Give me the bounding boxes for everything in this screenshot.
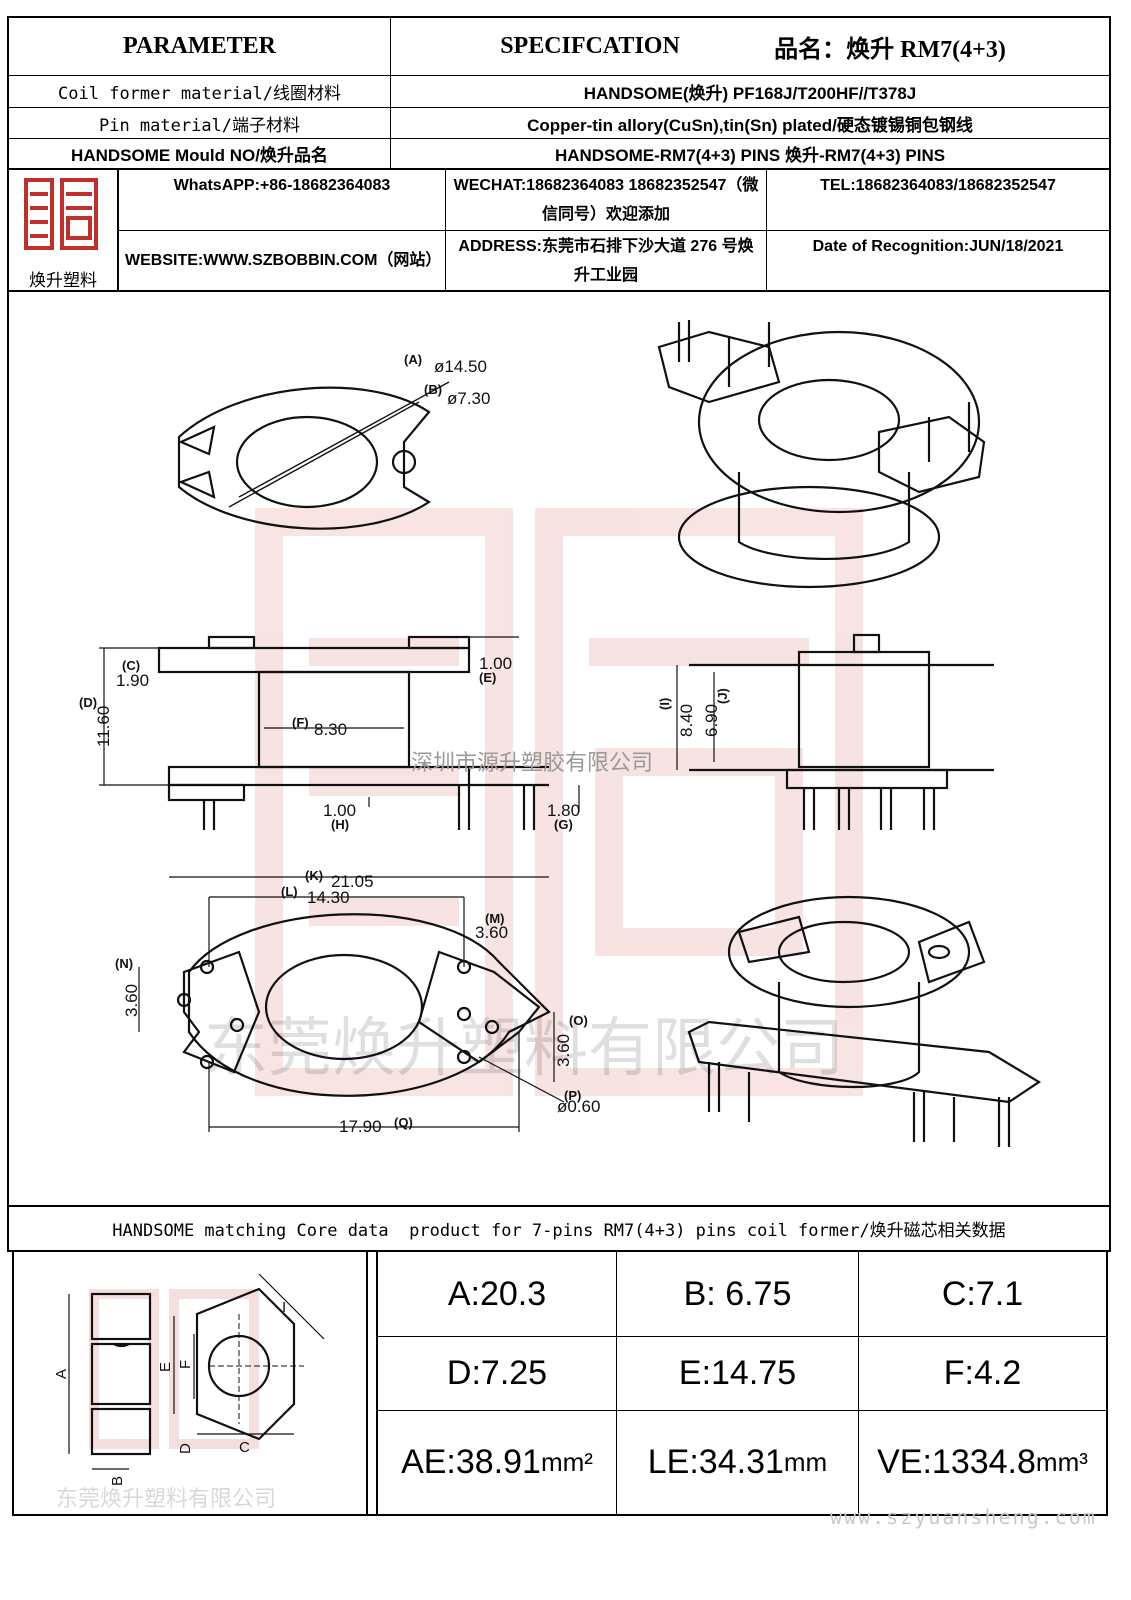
dim-g-label: (G) — [554, 817, 573, 832]
dim-e-value: 1.00 — [479, 654, 512, 673]
wechat-info: WECHAT:18682364083 18682352547（微信同号）欢迎添加 — [453, 177, 759, 223]
le-value: LE:34.31 — [647, 1443, 784, 1481]
dim-l-label: (L) — [281, 884, 298, 899]
technical-drawing: (A) ø14.50 (B) ø7.30 (C) 1.90 (D) 11.60 … — [9, 292, 1109, 1206]
dim-o-label: (O) — [569, 1013, 588, 1028]
isometric-view-bottom — [687, 895, 1042, 1147]
dim-p-value: ø0.60 — [557, 1097, 600, 1116]
dim-j-value: 6.90 — [702, 704, 721, 737]
dim-b-label: (B) — [424, 382, 442, 397]
end-view — [676, 633, 994, 830]
ae-value: AE:38.91 — [401, 1443, 541, 1481]
dim-f-label: (F) — [292, 715, 309, 730]
core-diagram: A E F I B C D 东莞焕升塑料有限公司 — [14, 1254, 366, 1512]
core-value-b: B: 6.75 — [683, 1274, 792, 1313]
core-label-d: D — [177, 1443, 194, 1454]
dim-m-value: 3.60 — [475, 923, 508, 942]
logo-mark-icon — [24, 178, 98, 250]
pin-material-label: Pin material/端子材料 — [98, 115, 301, 136]
dim-i-value: 8.40 — [677, 704, 696, 737]
specification-heading: SPECIFCATION — [500, 33, 680, 59]
dim-h-value: 1.00 — [323, 801, 356, 820]
dim-d-label: (D) — [79, 695, 97, 710]
dim-f-value: 8.30 — [314, 720, 347, 739]
dim-a-value: ø14.50 — [434, 357, 487, 376]
recognition-date: Date of Recognition:JUN/18/2021 — [812, 237, 1064, 255]
dim-l-value: 14.30 — [307, 888, 350, 907]
dim-q-value: 17.90 — [339, 1117, 382, 1136]
core-value-e: E:14.75 — [678, 1354, 797, 1392]
ve-value: VE:1334.8 — [877, 1443, 1036, 1481]
core-label-e: E — [157, 1362, 174, 1372]
le-unit: mm — [783, 1447, 828, 1477]
side-view — [99, 635, 580, 830]
core-label-i: I — [282, 1299, 286, 1316]
watermark-small-text: 深圳市源升塑胶有限公司 — [411, 750, 653, 775]
coil-former-material-value: HANDSOME(焕升) PF168J/T200HF//T378J — [583, 84, 917, 103]
parameter-heading: PARAMETER — [123, 33, 276, 59]
mould-no-label: HANDSOME Mould NO/焕升品名 — [71, 146, 328, 165]
core-label-f: F — [177, 1360, 194, 1369]
dim-o-value: 3.60 — [554, 1034, 573, 1067]
core-value-d: D:7.25 — [446, 1354, 548, 1392]
dim-d-value: 11.60 — [94, 706, 113, 747]
dim-g-value: 1.80 — [547, 801, 580, 820]
whatsapp-info: WhatsAPP:+86-18682364083 — [173, 176, 391, 194]
website-info: WEBSITE:WWW.SZBOBBIN.COM（网站） — [125, 252, 442, 269]
coil-former-material-label: Coil former material/线圈材料 — [58, 84, 341, 104]
company-logo: 焕升塑料 — [14, 174, 112, 290]
core-value-c: C:7.1 — [941, 1274, 1024, 1313]
core-label-c: C — [239, 1439, 250, 1456]
dim-c-label: (C) — [122, 658, 140, 673]
dim-q-label: (Q) — [394, 1115, 413, 1130]
core-value-f: F:4.2 — [943, 1354, 1022, 1392]
dim-k-value: 21.05 — [331, 872, 374, 891]
isometric-view-top — [657, 320, 986, 589]
tel-info: TEL:18682364083/18682352547 — [820, 176, 1056, 194]
pin-material-value: Copper-tin allory(CuSn),tin(Sn) plated/硬… — [527, 115, 973, 135]
address-info: ADDRESS:东莞市石排下沙大道 276 号焕升工业园 — [458, 237, 754, 284]
dimension-labels: (A) ø14.50 (B) ø7.30 (C) 1.90 (D) 11.60 … — [79, 352, 730, 1136]
ve-unit: mm³ — [1035, 1447, 1088, 1477]
dim-n-value: 3.60 — [122, 984, 141, 1017]
bobbin-drawing-svg: (A) ø14.50 (B) ø7.30 (C) 1.90 (D) 11.60 … — [79, 320, 1042, 1147]
dim-h-label: (H) — [331, 817, 349, 832]
core-label-a: A — [53, 1369, 70, 1379]
dim-p-label: (P) — [564, 1088, 581, 1103]
dim-k-label: (K) — [305, 868, 323, 883]
dim-a-label: (A) — [404, 352, 422, 367]
logo-text: 焕升塑料 — [29, 271, 97, 290]
rm-core-outline-icon: A E F I B C D 东莞焕升塑料有限公司 — [53, 1273, 325, 1511]
top-view — [177, 381, 450, 530]
core-data-title: HANDSOME matching Core data product for … — [112, 1221, 1006, 1241]
dim-n-label: (N) — [115, 956, 133, 971]
core-label-b: B — [109, 1476, 126, 1486]
mould-no-value: HANDSOME-RM7(4+3) PINS 焕升-RM7(4+3) PINS — [554, 146, 946, 165]
dim-e-label: (E) — [479, 670, 496, 685]
core-watermark-text: 东莞焕升塑料有限公司 — [56, 1486, 276, 1511]
dim-c-value: 1.90 — [116, 671, 149, 690]
bottom-view — [138, 876, 565, 1132]
product-name: 品名：焕升 RM7(4+3) — [774, 37, 1006, 63]
dim-m-label: (M) — [485, 911, 505, 926]
ae-unit: mm² — [540, 1447, 593, 1477]
core-value-a: A:20.3 — [447, 1274, 547, 1313]
dim-j-label: (J) — [715, 688, 730, 704]
watermark-large-text: 东莞焕升塑料有限公司 — [204, 1012, 844, 1084]
dim-b-value: ø7.30 — [447, 389, 490, 408]
website-watermark: www.szyuansheng.com — [830, 1505, 1097, 1529]
dim-i-label: (I) — [657, 698, 672, 710]
